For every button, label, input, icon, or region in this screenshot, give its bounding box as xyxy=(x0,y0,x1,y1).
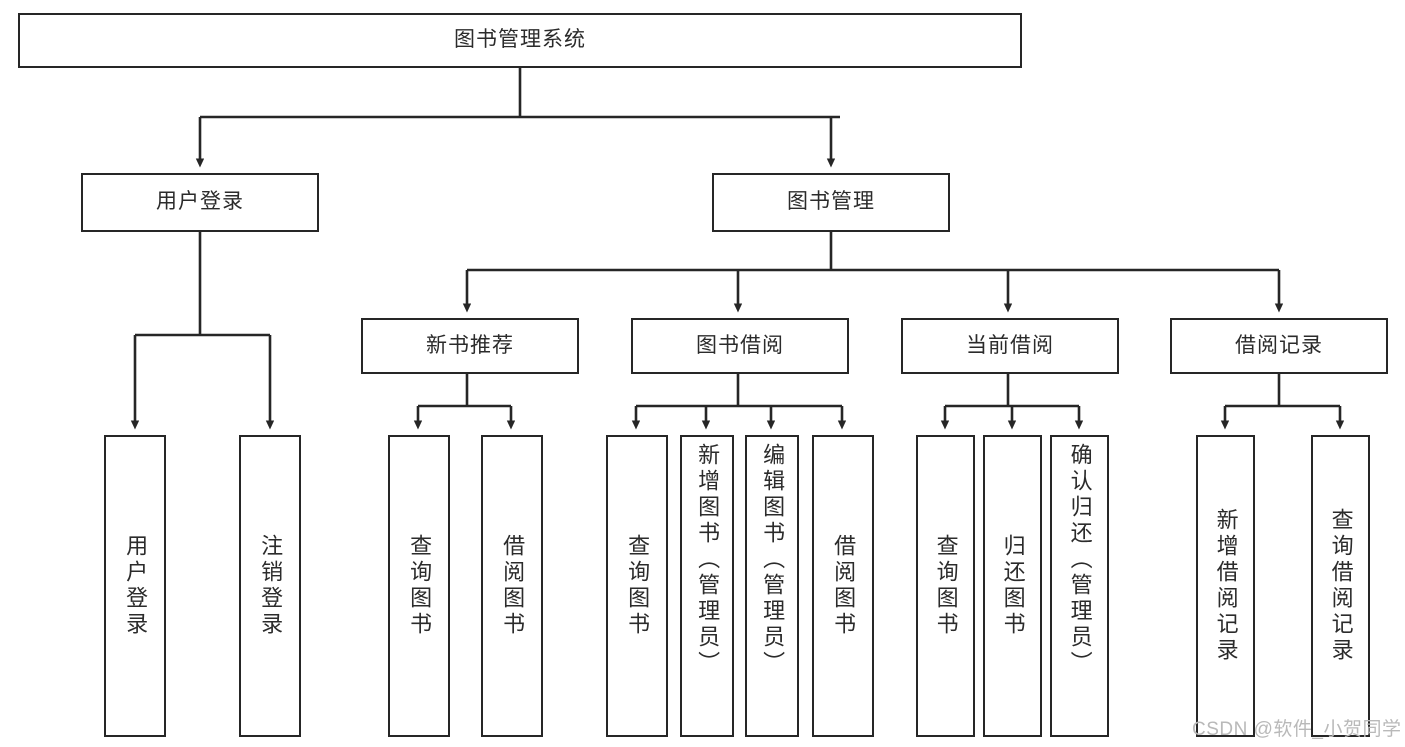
node-leaf-confirm-return-admin[interactable]: 确认归还（管理员） xyxy=(1050,435,1109,737)
node-user-login-label: 用户登录 xyxy=(156,190,244,214)
node-leaf-label: 查询图书 xyxy=(625,534,651,638)
node-leaf-label: 确认归还（管理员） xyxy=(1067,443,1093,677)
node-leaf-borrow-books[interactable]: 借阅图书 xyxy=(812,435,874,737)
node-leaf-label: 归还图书 xyxy=(1000,534,1026,638)
node-leaf-label: 新增借阅记录 xyxy=(1213,508,1239,664)
node-book-management[interactable]: 图书管理 xyxy=(712,173,950,232)
node-leaf-return-books[interactable]: 归还图书 xyxy=(983,435,1042,737)
node-leaf-label: 用户登录 xyxy=(123,534,149,638)
node-leaf-query-books-borrowing[interactable]: 查询图书 xyxy=(606,435,668,737)
node-leaf-logout[interactable]: 注销登录 xyxy=(239,435,301,737)
node-leaf-label: 新增图书（管理员） xyxy=(695,443,721,677)
node-leaf-query-books-newbook[interactable]: 查询图书 xyxy=(388,435,450,737)
node-root-label: 图书管理系统 xyxy=(454,28,586,52)
node-root-system[interactable]: 图书管理系统 xyxy=(18,13,1022,68)
node-book-borrowing[interactable]: 图书借阅 xyxy=(631,318,849,374)
node-new-book-recommendation-label: 新书推荐 xyxy=(426,333,514,357)
node-borrow-records-label: 借阅记录 xyxy=(1235,333,1323,357)
node-leaf-label: 注销登录 xyxy=(258,534,284,638)
node-leaf-label: 借阅图书 xyxy=(831,534,857,638)
node-leaf-query-borrow-record[interactable]: 查询借阅记录 xyxy=(1311,435,1370,737)
node-leaf-borrow-books-newbook[interactable]: 借阅图书 xyxy=(481,435,543,737)
node-leaf-user-login[interactable]: 用户登录 xyxy=(104,435,166,737)
node-new-book-recommendation[interactable]: 新书推荐 xyxy=(361,318,579,374)
node-leaf-add-borrow-record[interactable]: 新增借阅记录 xyxy=(1196,435,1255,737)
node-current-borrowing-label: 当前借阅 xyxy=(966,333,1054,357)
node-book-management-label: 图书管理 xyxy=(787,190,875,214)
csdn-watermark: CSDN @软件_小贺同学 xyxy=(1192,719,1402,740)
node-leaf-label: 编辑图书（管理员） xyxy=(760,443,786,677)
node-leaf-label: 查询借阅记录 xyxy=(1328,508,1354,664)
node-leaf-label: 查询图书 xyxy=(407,534,433,638)
node-borrow-records[interactable]: 借阅记录 xyxy=(1170,318,1388,374)
node-leaf-add-book-admin[interactable]: 新增图书（管理员） xyxy=(680,435,734,737)
node-book-borrowing-label: 图书借阅 xyxy=(696,333,784,357)
node-user-login[interactable]: 用户登录 xyxy=(81,173,319,232)
node-leaf-query-books-current[interactable]: 查询图书 xyxy=(916,435,975,737)
node-leaf-label: 借阅图书 xyxy=(500,534,526,638)
node-leaf-label: 查询图书 xyxy=(933,534,959,638)
node-leaf-edit-book-admin[interactable]: 编辑图书（管理员） xyxy=(745,435,799,737)
node-current-borrowing[interactable]: 当前借阅 xyxy=(901,318,1119,374)
